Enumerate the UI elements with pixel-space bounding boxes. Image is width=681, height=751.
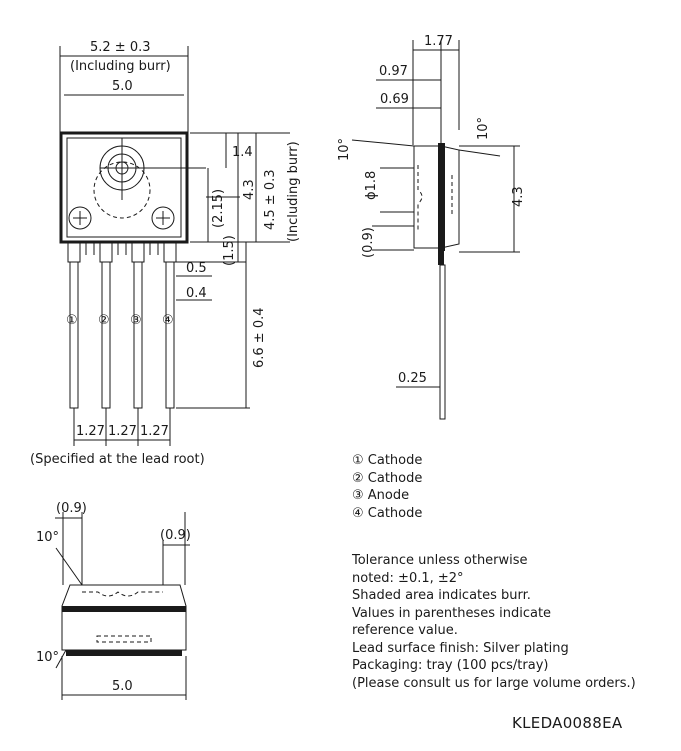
dim-0-5: 0.5 bbox=[186, 261, 207, 276]
dim-2-15: (2.15) bbox=[211, 189, 226, 228]
leads bbox=[67, 241, 177, 409]
dim-width-bottom: 5.0 bbox=[112, 679, 133, 694]
document-id: KLEDA0088EA bbox=[512, 714, 623, 732]
angle-left: 10° bbox=[337, 138, 352, 161]
pin-label-2: ② bbox=[98, 313, 110, 328]
dim-0-4: 0.4 bbox=[186, 286, 207, 301]
bottom-view: (0.9) (0.9) 10° 10° 5.0 bbox=[36, 501, 191, 700]
dim-4-3-front: 4.3 bbox=[242, 179, 257, 200]
dim-width-burr: 5.2 ± 0.3 bbox=[90, 40, 151, 55]
pitch-2: 1.27 bbox=[108, 424, 137, 439]
dim-0-9-bottom-right: (0.9) bbox=[160, 528, 191, 543]
angle-top: 10° bbox=[36, 530, 59, 545]
pitch-1: 1.27 bbox=[76, 424, 105, 439]
note-line: Values in parentheses indicate bbox=[352, 605, 552, 621]
pitch-3: 1.27 bbox=[140, 424, 169, 439]
phi: ϕ1.8 bbox=[364, 171, 379, 200]
dim-0-25: 0.25 bbox=[398, 371, 427, 386]
angle-bottom: 10° bbox=[36, 650, 59, 665]
dim-1-4: 1.4 bbox=[232, 145, 253, 160]
pin-cathode-2: ② Cathode bbox=[352, 470, 423, 486]
note-line: Shaded area indicates burr. bbox=[352, 588, 531, 603]
pin-label-3: ③ bbox=[130, 313, 142, 328]
dim-width: 5.0 bbox=[112, 79, 133, 94]
side-view: 1.77 0.97 0.69 10° 10° ϕ1.8 4.3 (0.9) 0.… bbox=[337, 34, 526, 420]
pin-label-4: ④ bbox=[162, 313, 174, 328]
pin-cathode-4: ④ Cathode bbox=[352, 505, 423, 521]
dim-6-6: 6.6 ± 0.4 bbox=[252, 307, 267, 368]
pin-cathode-1: ① Cathode bbox=[352, 453, 423, 468]
front-view: 5.2 ± 0.3 (Including burr) 5.0 bbox=[59, 40, 301, 446]
note-line: Lead surface finish: Silver plating bbox=[352, 640, 569, 656]
dim-including-burr: (Including burr) bbox=[70, 59, 171, 74]
dim-0-9-bottom-left: (0.9) bbox=[56, 501, 87, 516]
note-line: noted: ±0.1, ±2° bbox=[352, 570, 464, 586]
note-line: (Please consult us for large volume orde… bbox=[352, 675, 636, 691]
dim-0-69: 0.69 bbox=[380, 92, 409, 107]
lead-root-caption: (Specified at the lead root) bbox=[30, 452, 205, 467]
dim-1-5: (1.5) bbox=[222, 235, 237, 266]
note-line: Packaging: tray (100 pcs/tray) bbox=[352, 658, 549, 673]
pin-anode-3: ③ Anode bbox=[352, 488, 410, 503]
dim-4-3-side: 4.3 bbox=[511, 186, 526, 207]
dim-0-97: 0.97 bbox=[379, 64, 408, 79]
note-line: reference value. bbox=[352, 623, 458, 638]
dim-0-9-side: (0.9) bbox=[361, 227, 376, 258]
angle-right: 10° bbox=[476, 117, 491, 140]
note-line: Tolerance unless otherwise bbox=[352, 553, 528, 568]
dim-4-5-note: (Including burr) bbox=[286, 141, 301, 242]
dim-4-5: 4.5 ± 0.3 bbox=[263, 169, 278, 230]
pin-label-1: ① bbox=[66, 313, 78, 328]
dim-1-77: 1.77 bbox=[424, 34, 453, 49]
notes-block: ① Cathode ② Cathode ③ Anode ④ Cathode To… bbox=[352, 452, 636, 692]
